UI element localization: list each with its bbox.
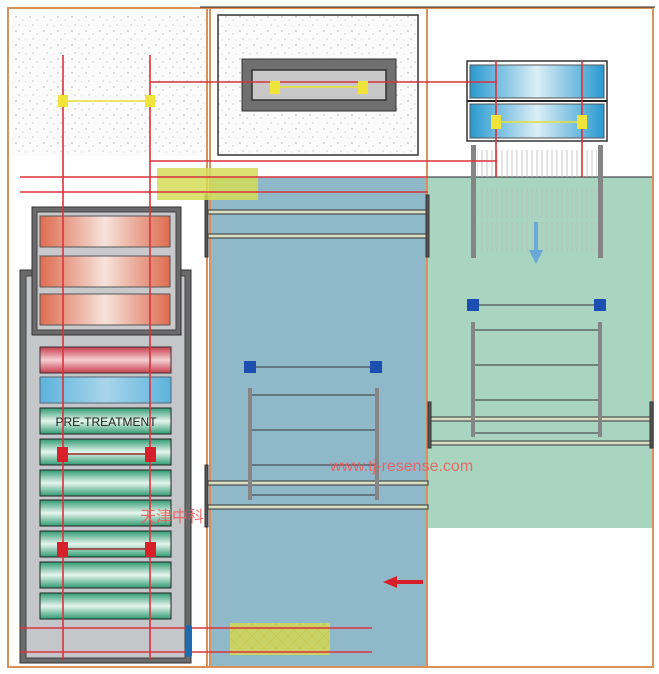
marker-blue [370, 361, 382, 373]
markers-yellow [58, 81, 587, 129]
scraper-middle [244, 361, 382, 500]
arrow-left-icon [383, 576, 423, 588]
tube-red [39, 346, 172, 374]
pipe-network [20, 55, 583, 660]
tank-blue-zone [210, 177, 427, 667]
marker-blue [467, 299, 479, 311]
marker-blue [244, 361, 256, 373]
rail-right [427, 401, 654, 449]
valve-blue [186, 625, 192, 657]
building-frame [7, 7, 654, 668]
left-cabinet-lower [19, 206, 192, 664]
scraper-right [467, 299, 606, 437]
watermark-url: www.tj-resense.com [329, 458, 473, 475]
yellow-block-top [157, 168, 258, 200]
top-middle-unit [217, 14, 419, 156]
arrow-down-icon [529, 222, 543, 264]
tube-blue [39, 376, 172, 404]
screen-grill [471, 145, 603, 258]
zone-top-left [12, 12, 205, 156]
rail-top-middle [204, 194, 430, 258]
markers-red [57, 447, 156, 557]
marker-blue [594, 299, 606, 311]
rail-bottom-middle [204, 464, 429, 528]
watermark-cn: 天津中科 [140, 508, 204, 526]
tube-pretreatment [39, 407, 172, 435]
pretreatment-label: PRE-TREATMENT [55, 415, 157, 429]
